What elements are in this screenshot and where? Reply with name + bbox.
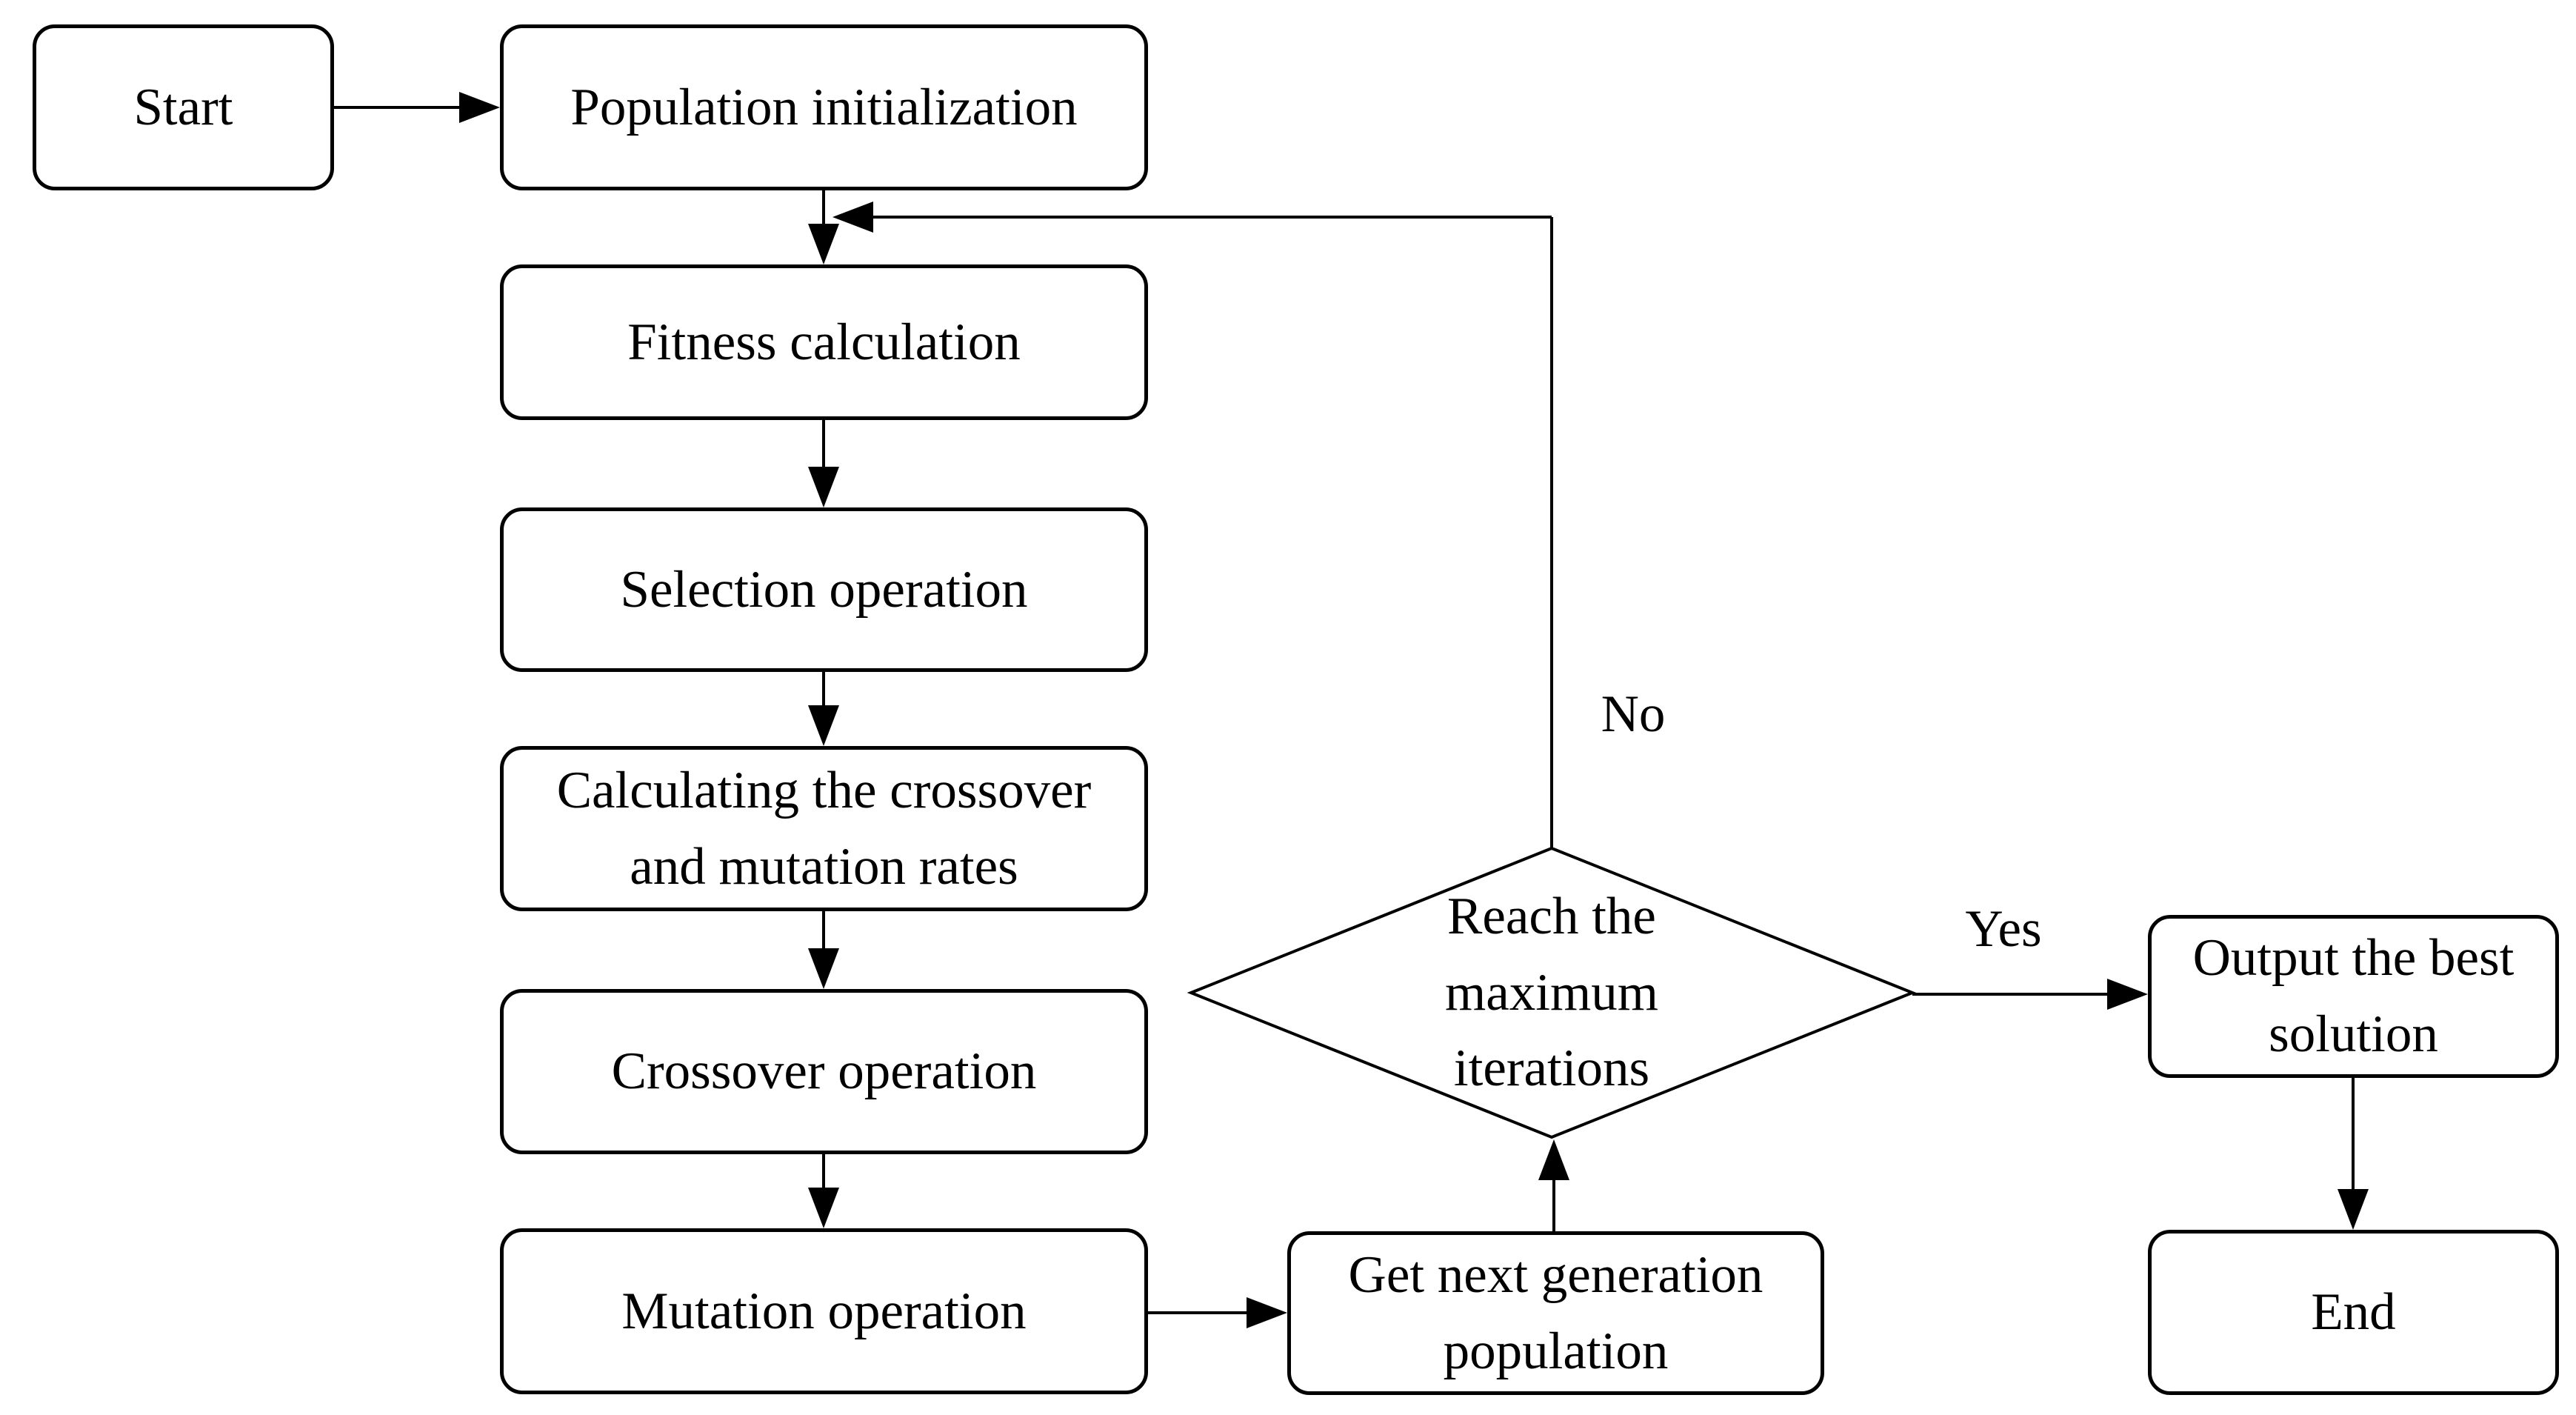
edge-label-no: No (1578, 674, 1689, 756)
node-fitness-calculation-label: Fitness calculation (627, 313, 1021, 371)
node-end-label: End (2311, 1283, 2396, 1342)
node-calculating-rates-label: Calculating the crossover and mutation r… (556, 761, 1092, 896)
node-start: Start (33, 24, 334, 190)
node-get-next-generation-label: Get next generation population (1348, 1245, 1764, 1380)
edge-fitness-to-selection-arrowhead (808, 467, 839, 507)
edge-output-to-end-arrowhead (2338, 1189, 2369, 1230)
node-crossover-operation: Crossover operation (500, 989, 1148, 1154)
node-population-initialization-label: Population initialization (570, 78, 1078, 136)
node-mutation-operation-label: Mutation operation (621, 1282, 1027, 1340)
edge-selection-to-calc-arrowhead (808, 705, 839, 746)
node-calculating-rates: Calculating the crossover and mutation r… (500, 746, 1148, 911)
edge-getnext-to-decision-arrowhead (1538, 1139, 1569, 1180)
edge-start-to-population-arrowhead (459, 92, 500, 123)
node-selection-operation-label: Selection operation (620, 560, 1028, 619)
edge-label-yes: Yes (1937, 889, 2070, 970)
node-output-best-solution: Output the best solution (2148, 915, 2559, 1078)
node-population-initialization: Population initialization (500, 24, 1148, 190)
node-selection-operation: Selection operation (500, 507, 1148, 672)
edge-crossover-to-mutation-arrowhead (808, 1188, 839, 1228)
edge-calc-to-crossover-arrowhead (808, 948, 839, 989)
node-decision-label: Reach the maximum iterations (1445, 887, 1658, 1098)
edge-decision-to-output-arrowhead (2107, 979, 2148, 1010)
edge-population-to-fitness-arrowhead (808, 224, 839, 264)
edge-label-yes-text: Yes (1965, 900, 2042, 959)
node-end: End (2148, 1230, 2559, 1395)
node-get-next-generation: Get next generation population (1287, 1231, 1824, 1395)
node-output-best-solution-label: Output the best solution (2192, 929, 2515, 1063)
node-crossover-operation-label: Crossover operation (611, 1042, 1037, 1101)
node-mutation-operation: Mutation operation (500, 1228, 1148, 1394)
node-fitness-calculation: Fitness calculation (500, 264, 1148, 420)
edge-mutation-to-getnext-arrowhead (1247, 1297, 1287, 1328)
edge-no-return-arrowhead (832, 202, 873, 233)
node-decision: Reach the maximum iterations (1391, 882, 1712, 1104)
edge-label-no-text: No (1601, 685, 1666, 744)
node-start-label: Start (133, 78, 233, 136)
decision-diamond-shape (1187, 846, 1917, 1139)
